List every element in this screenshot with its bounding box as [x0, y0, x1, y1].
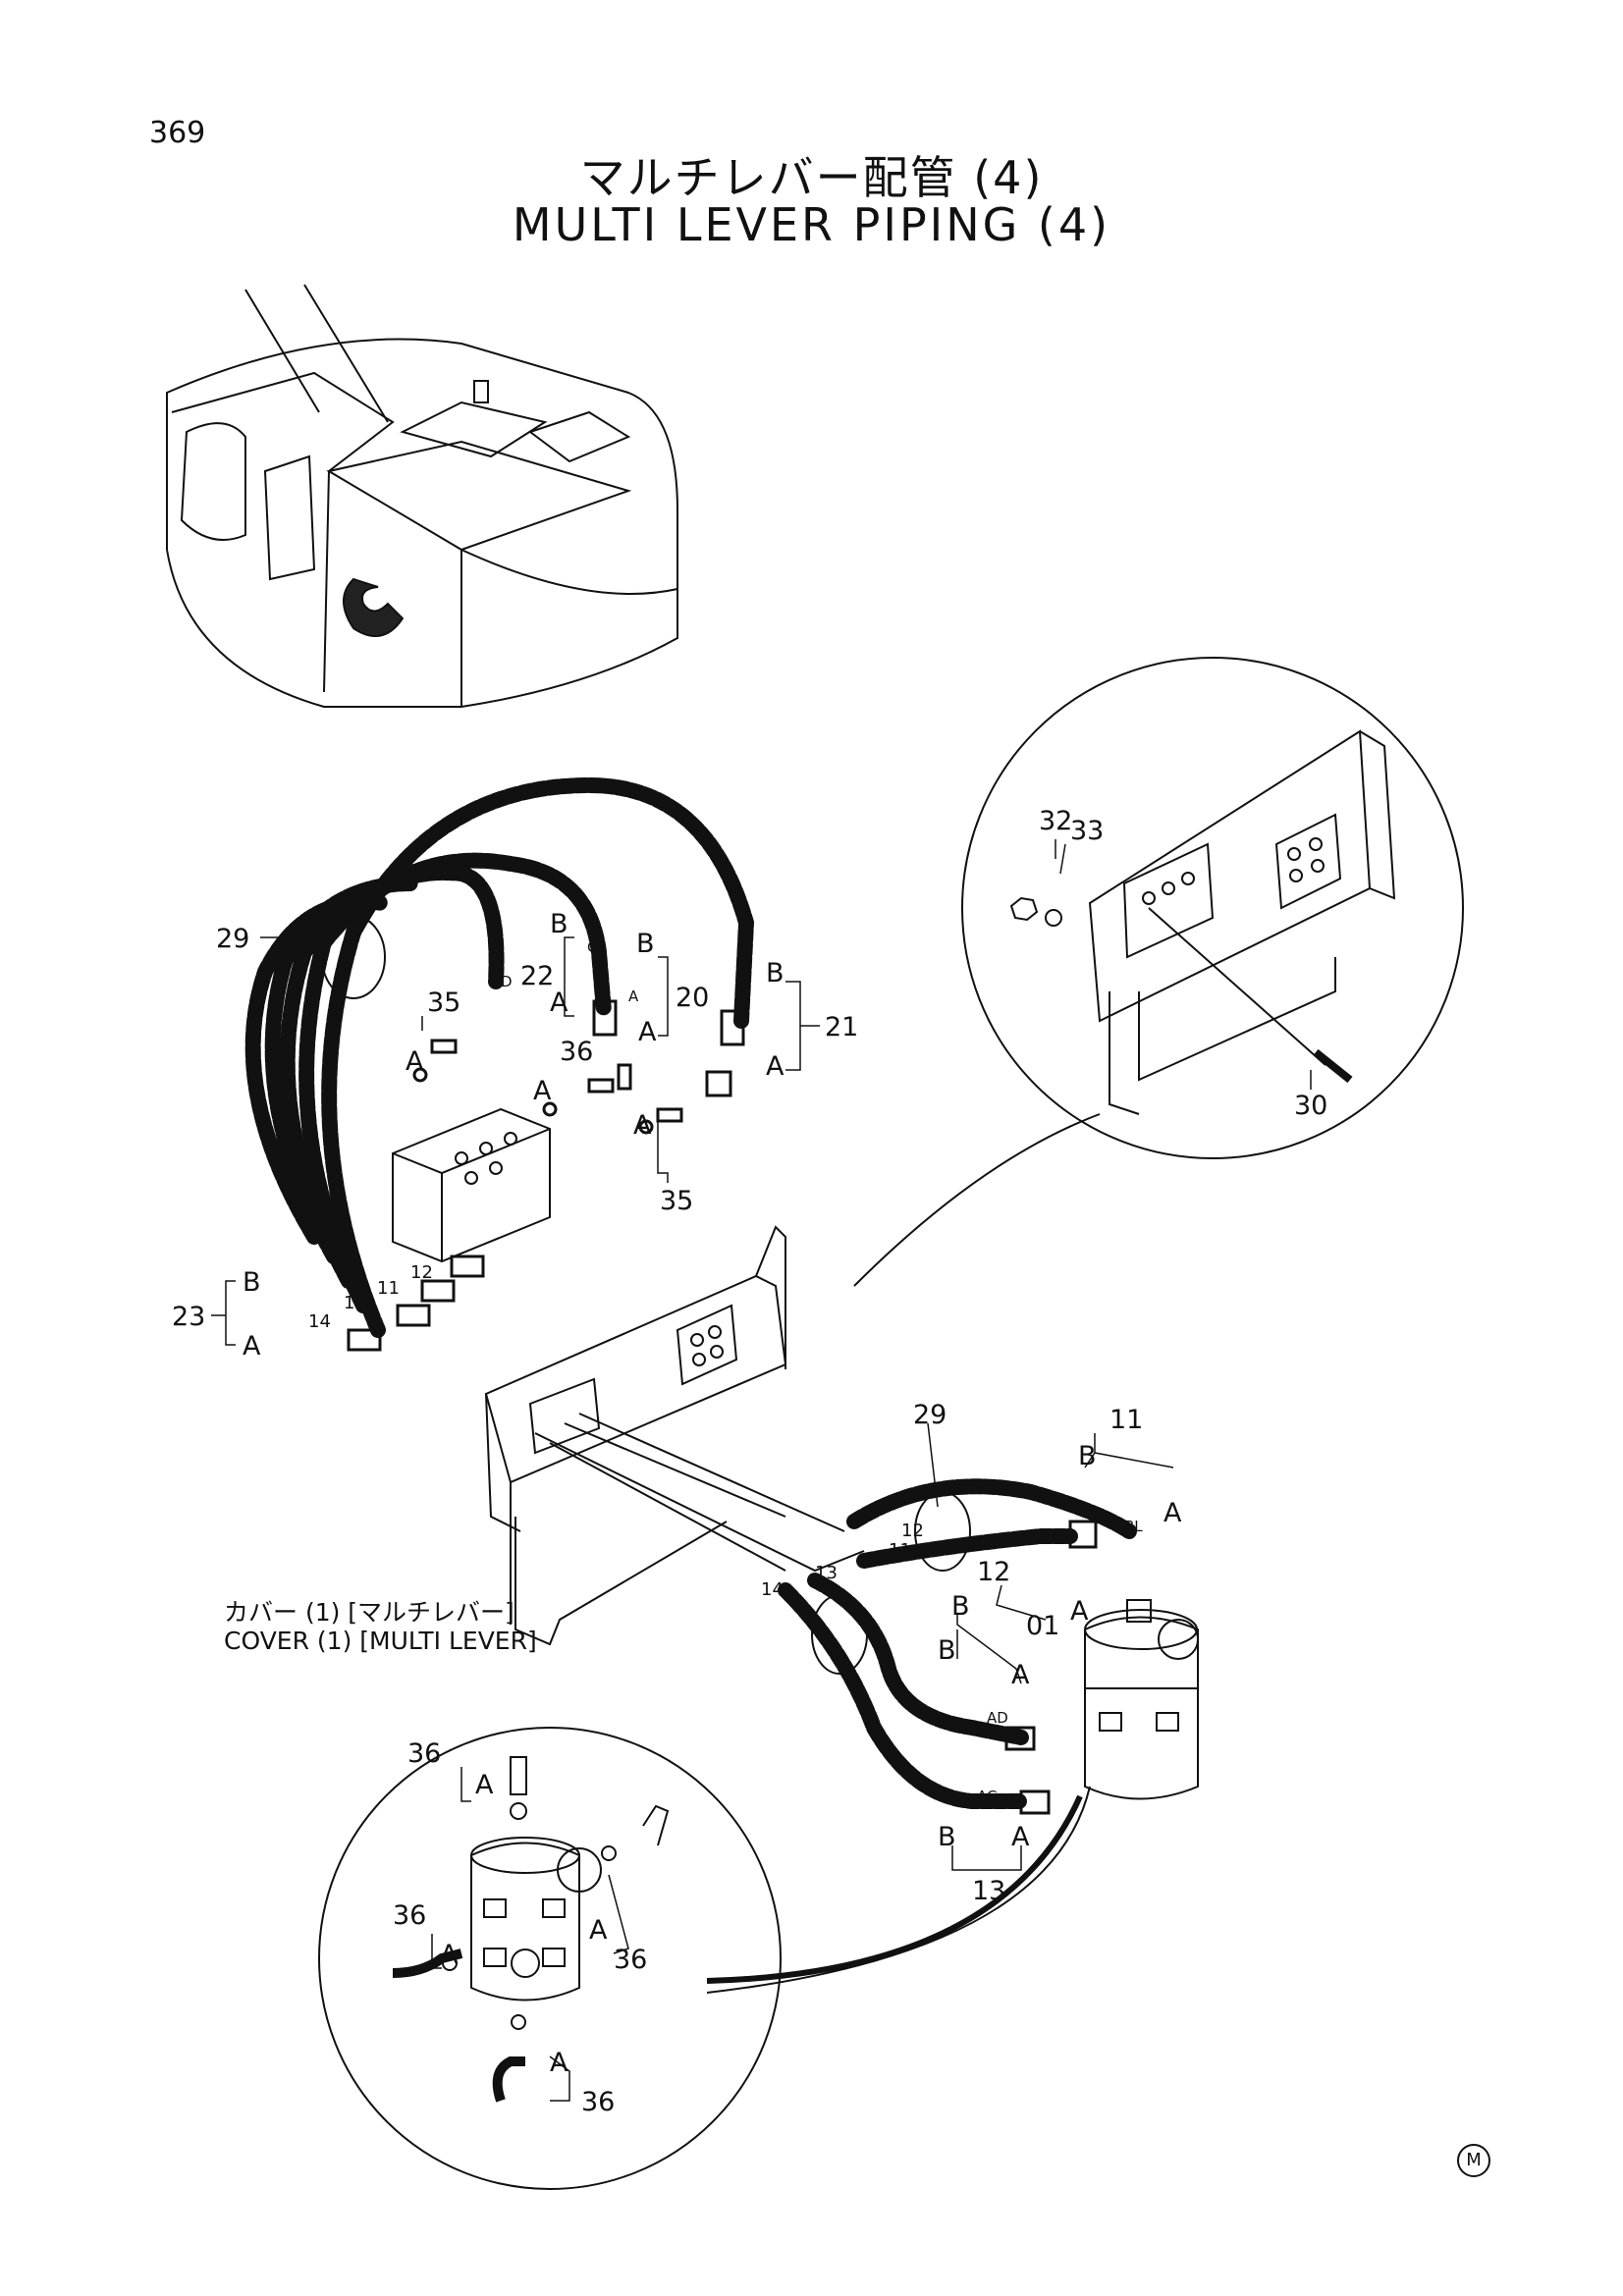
hose-fittings: [347, 999, 1098, 1815]
small-fittings: [412, 1039, 732, 1135]
callout-33: 33: [1070, 816, 1104, 846]
hose-tag-a: A: [628, 988, 639, 1005]
multi-lever-valve: [1084, 1599, 1199, 1800]
callout-35: 35: [427, 988, 460, 1018]
callout-22: 22: [520, 961, 554, 991]
callout-14: 14: [761, 1579, 784, 1600]
callout-29: 29: [913, 1400, 947, 1430]
cover-label-japanese: カバー (1) [マルチレバー]: [224, 1598, 514, 1627]
callout-23: 23: [172, 1302, 205, 1332]
port-b: B: [938, 1822, 956, 1852]
port-a: A: [440, 1940, 459, 1970]
port-a: A: [1070, 1596, 1089, 1627]
callout-29: 29: [216, 924, 249, 954]
port-b: B: [550, 909, 568, 939]
port-a: A: [243, 1331, 261, 1362]
detail-circle-stud-bolt: [853, 657, 1464, 1287]
callout-20: 20: [676, 983, 709, 1013]
callout-13: 13: [815, 1563, 838, 1583]
port-letters: B A B A B A A A A B A B A B A B A B A A …: [243, 909, 1182, 2078]
callout-11: 11: [889, 1540, 911, 1561]
port-a: A: [1011, 1822, 1030, 1852]
callout-11: 11: [1109, 1405, 1143, 1435]
callout-21: 21: [825, 1012, 858, 1042]
port-a: A: [638, 1017, 657, 1047]
callout-13: 13: [972, 1876, 1005, 1906]
callout-11: 11: [377, 1278, 400, 1299]
callout-30: 30: [1294, 1091, 1327, 1121]
excavator-thumbnail: [166, 284, 678, 708]
callout-01: 01: [1026, 1611, 1059, 1641]
port-a: A: [550, 988, 568, 1018]
hose-tag-bh: BH: [1044, 1527, 1065, 1545]
hose-tag-d: D: [501, 973, 513, 990]
hose-tag-b: B: [738, 1007, 748, 1025]
port-b: B: [766, 958, 784, 988]
port-a: A: [589, 1915, 608, 1946]
port-a: A: [475, 1770, 494, 1800]
callout-14: 14: [308, 1311, 331, 1332]
port-a: A: [1011, 1660, 1030, 1690]
callout-36: 36: [560, 1037, 593, 1067]
port-a: A: [633, 1110, 652, 1141]
hose-bundle-right: [778, 1478, 1137, 1809]
callout-32: 32: [1039, 806, 1072, 836]
port-b: B: [243, 1267, 261, 1298]
leader-lines: [211, 839, 1312, 2102]
port-b: B: [636, 929, 655, 959]
port-a: A: [406, 1046, 424, 1077]
callout-12: 12: [977, 1557, 1010, 1587]
callout-12: 12: [410, 1262, 433, 1283]
port-b: B: [1078, 1441, 1097, 1471]
page-number: 369: [149, 116, 206, 150]
callout-36: 36: [407, 1738, 441, 1769]
title-english: MULTI LEVER PIPING (4): [512, 198, 1111, 251]
port-a: A: [766, 1051, 784, 1082]
callout-13: 13: [344, 1293, 366, 1313]
port-a: A: [550, 2048, 568, 2078]
callout-numbers: 29 35 22 20 21 36 35 23 12 11 13 14 32 3…: [172, 806, 1327, 2117]
callout-36: 36: [393, 1900, 426, 1931]
callout-36: 36: [581, 2087, 615, 2117]
hose-tag-bl: BL: [1124, 1518, 1143, 1535]
detail-circle-valve-fittings: [318, 1727, 782, 2190]
port-b: B: [951, 1591, 970, 1622]
cover-label-english: COVER (1) [MULTI LEVER]: [224, 1627, 537, 1655]
title-japanese: マルチレバー配管 (4): [579, 151, 1044, 204]
hose-tag-ad: AD: [987, 1709, 1008, 1727]
m-mark-symbol: M: [1457, 2144, 1490, 2177]
callout-36: 36: [614, 1945, 647, 1975]
hose-tag-c: C: [587, 938, 597, 956]
port-a: A: [1163, 1498, 1182, 1528]
callout-35: 35: [660, 1186, 693, 1216]
callout-12: 12: [901, 1521, 924, 1541]
band-clamps: [321, 915, 971, 1675]
hose-bundle-left: [244, 776, 755, 1338]
hose-tags: D C A B BL BH AD AC: [501, 938, 1143, 1805]
port-a: A: [533, 1076, 552, 1106]
mounting-bracket: [484, 1225, 865, 1646]
hose-tag-ac: AC: [977, 1788, 997, 1805]
port-b: B: [938, 1635, 956, 1666]
valve-block: [392, 1107, 551, 1263]
